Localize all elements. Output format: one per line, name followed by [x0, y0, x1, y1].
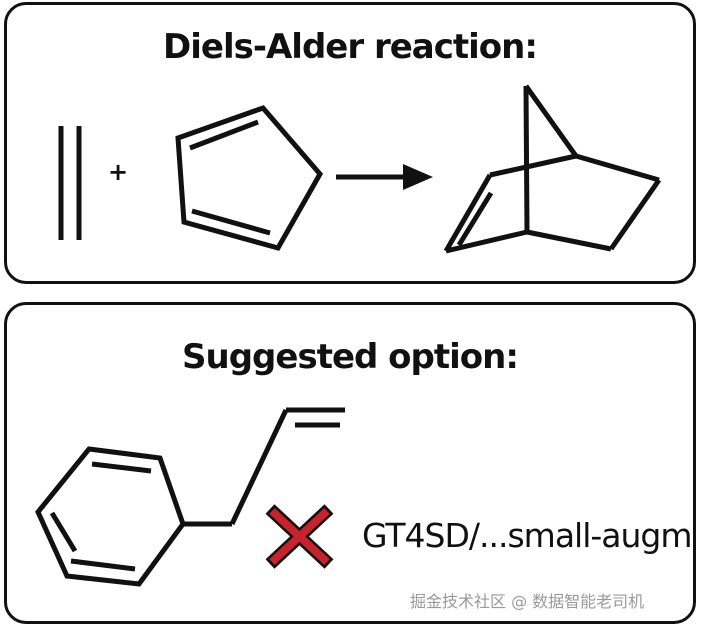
suggestion-panel: Suggested option: — [4, 302, 696, 624]
allylbenzene-molecule — [35, 407, 345, 587]
norbornene-molecule — [443, 84, 662, 254]
reaction-panel: Diels-Alder reaction: — [4, 2, 696, 284]
reaction-arrow — [336, 164, 433, 190]
reject-x-icon — [265, 504, 334, 569]
ethylene-molecule — [58, 126, 82, 240]
suggestion-title: Suggested option: — [182, 337, 519, 377]
cyclopentadiene-molecule — [175, 105, 324, 251]
plus-sign: + — [108, 158, 129, 186]
reaction-title: Diels-Alder reaction: — [163, 27, 538, 67]
watermark: 掘金技术社区 @ 数据智能老司机 — [410, 592, 645, 611]
model-label: GT4SD/...small-augm — [362, 516, 693, 555]
